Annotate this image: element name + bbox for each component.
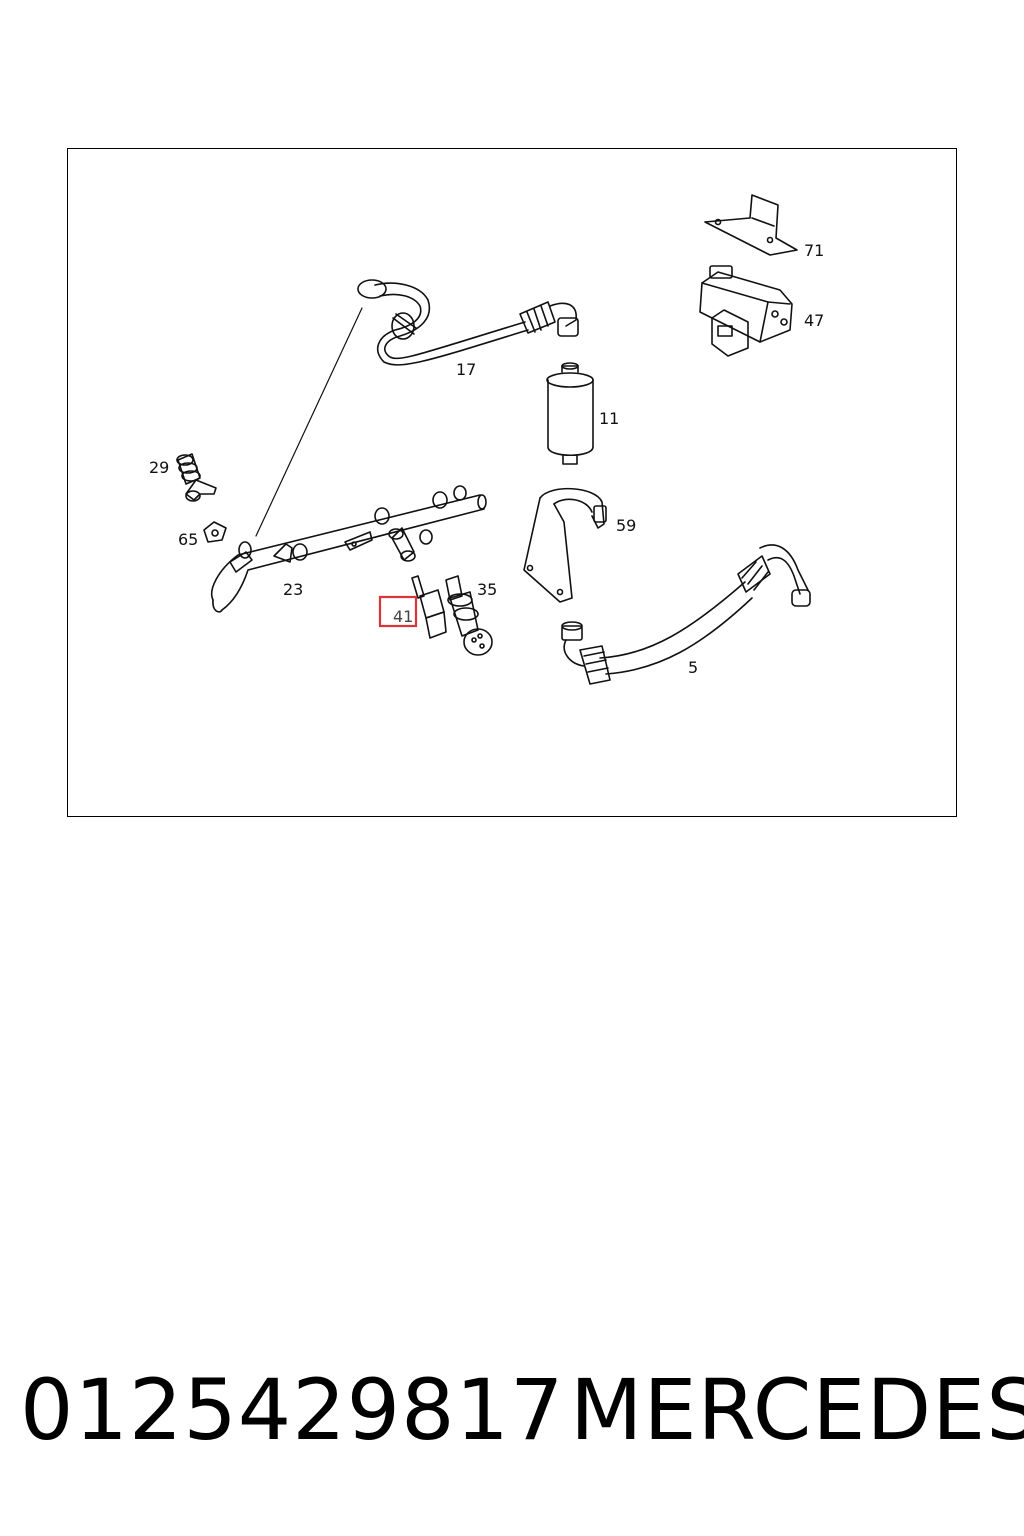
part-number: 0125429817: [20, 1361, 565, 1459]
part-29-injector: [176, 453, 217, 502]
footer-caption: 0125429817MERCEDES: [20, 1361, 1024, 1459]
part-5-fuel-line: [561, 544, 811, 685]
diagram-frame: [67, 148, 957, 817]
highlight-box: [378, 595, 418, 628]
part-41-sensor: [411, 575, 447, 639]
part-65-clip: [203, 521, 227, 543]
callout-17: 17: [456, 360, 476, 379]
callout-47: 47: [804, 311, 824, 330]
callout-labels: 71 47 17 11 29 65 59 23 35 41 5: [149, 241, 824, 677]
callout-59: 59: [616, 516, 636, 535]
part-59-bracket: [523, 487, 607, 603]
callout-41: 41: [393, 607, 413, 626]
brand-name: MERCEDES: [570, 1361, 1024, 1459]
callout-71: 71: [804, 241, 824, 260]
part-47-module: [699, 265, 793, 357]
callout-29: 29: [149, 458, 169, 477]
callout-11: 11: [599, 409, 619, 428]
part-35-injector: [445, 575, 493, 656]
part-71-bracket: [704, 194, 798, 256]
callout-23: 23: [283, 580, 303, 599]
callout-5: 5: [688, 658, 698, 677]
part-23-fuel-rail: [211, 307, 487, 613]
callout-35: 35: [477, 580, 497, 599]
part-11-fuel-filter: [546, 362, 594, 465]
part-17-fuel-line: [357, 279, 579, 366]
callout-65: 65: [178, 530, 198, 549]
